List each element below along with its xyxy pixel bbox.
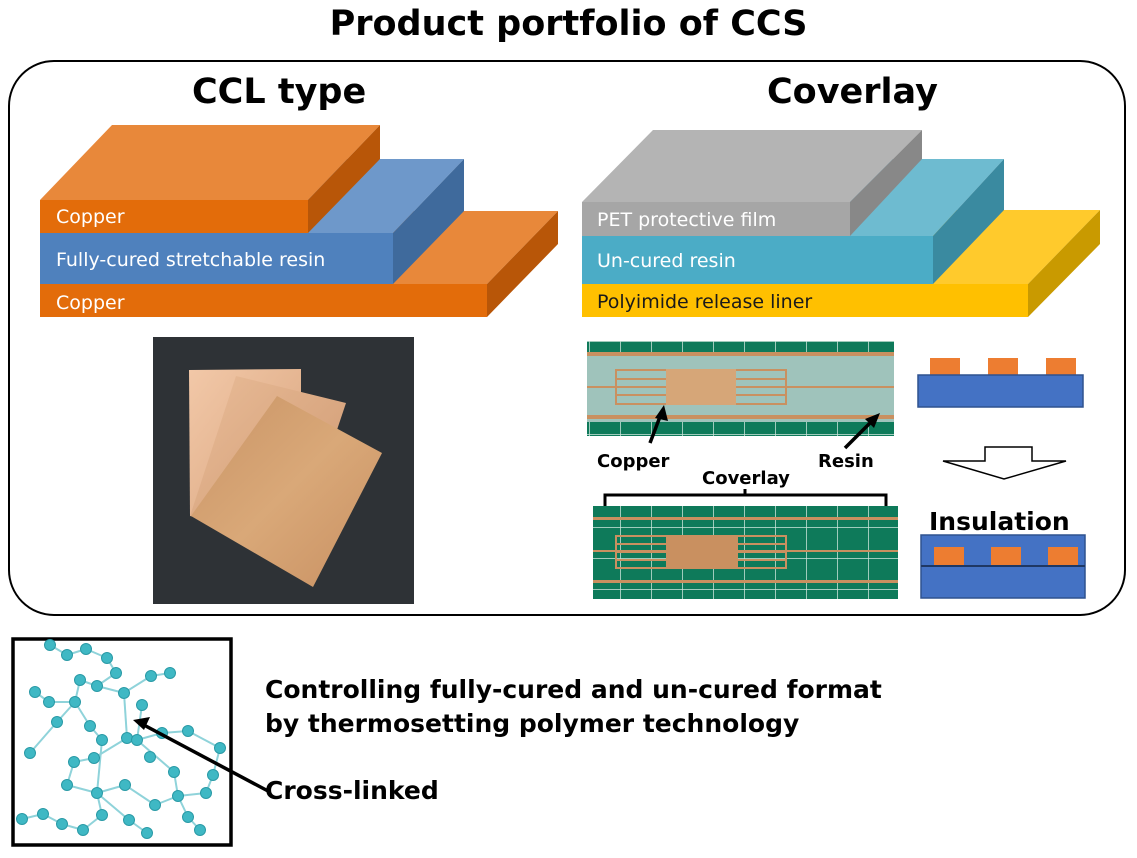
coverlay-layer-label: Un-cured resin: [597, 250, 736, 272]
molecule-atom: [200, 787, 212, 799]
molecule-atom: [149, 799, 161, 811]
molecule-atom: [110, 667, 122, 679]
technology-description: Controlling fully-cured and un-cured for…: [265, 673, 882, 741]
molecule-atom: [91, 680, 103, 692]
ccl-top-copper-layer: [40, 125, 380, 233]
coverlay-heading: Coverlay: [767, 72, 938, 112]
molecule-atom: [207, 769, 219, 781]
coverlay-layer-label: Polyimide release liner: [597, 291, 812, 313]
ccl-layer-label: Copper: [56, 206, 125, 228]
molecule-atom: [84, 720, 96, 732]
molecule-bond: [187, 730, 221, 749]
molecule-atom: [68, 756, 80, 768]
molecule-atom: [56, 818, 68, 830]
molecule-bond: [93, 737, 128, 759]
molecule-atom: [29, 686, 41, 698]
molecule-atom: [77, 824, 89, 836]
down-arrow-icon: [942, 446, 1067, 480]
molecule-atom: [182, 725, 194, 737]
insulation-label: Insulation: [929, 507, 1070, 536]
copper-sheet: [191, 396, 382, 587]
molecule-atom: [51, 716, 63, 728]
molecule-atom: [119, 779, 131, 791]
molecule-atom: [214, 742, 226, 754]
molecule-atom: [24, 747, 36, 759]
description-line-1: Controlling fully-cured and un-cured for…: [265, 675, 882, 704]
molecule-atom: [96, 809, 108, 821]
molecule-atom: [121, 732, 133, 744]
molecule-atom: [80, 643, 92, 655]
molecule-atom: [182, 811, 194, 823]
molecule-atom: [61, 649, 73, 661]
molecule-atom: [96, 734, 108, 746]
portfolio-frame: [8, 60, 1126, 616]
molecule-atom: [131, 734, 143, 746]
molecule-bond: [96, 739, 103, 794]
molecule-atom: [144, 751, 156, 763]
molecule-bond: [96, 792, 130, 821]
ccl-layer-label: Copper: [56, 292, 125, 314]
coverlay-annotation: Coverlay: [702, 468, 790, 489]
description-line-2: by thermosetting polymer technology: [265, 709, 800, 738]
molecule-atom: [69, 696, 81, 708]
molecule-atom: [118, 687, 130, 699]
molecule-atom: [91, 787, 103, 799]
molecule-atom: [136, 699, 148, 711]
ccl-type-heading: CCL type: [192, 72, 367, 112]
coverlay-layer-label: PET protective film: [597, 209, 776, 231]
pet-protective-film-layer: [582, 130, 922, 236]
molecule-atom: [145, 670, 157, 682]
molecule-bond: [123, 692, 128, 739]
molecule-atom: [164, 667, 176, 679]
copper-annotation: Copper: [597, 451, 670, 472]
molecule-atom: [74, 674, 86, 686]
page-title: Product portfolio of CCS: [329, 4, 808, 44]
molecule-atom: [37, 808, 49, 820]
molecule-bond: [124, 784, 156, 806]
coverlay-bracket: [603, 489, 888, 506]
annotation-arrows: [648, 405, 880, 450]
molecule-atom: [61, 779, 73, 791]
ccl-layer-label: Fully-cured stretchable resin: [56, 249, 325, 271]
schematic-before: [917, 358, 1084, 408]
resin-annotation: Resin: [818, 451, 874, 472]
molecule-atom: [43, 696, 55, 708]
crosslink-arrow: [133, 717, 269, 793]
molecule-atom: [194, 824, 206, 836]
molecule-atom: [141, 827, 153, 839]
molecule-atom: [168, 766, 180, 778]
photo-after-coverlay: [593, 506, 898, 599]
molecule-network: [16, 639, 226, 839]
molecule-atom: [172, 790, 184, 802]
molecule-atom: [101, 652, 113, 664]
molecule-atom: [88, 752, 100, 764]
schematic-after: [920, 534, 1086, 599]
molecule-atom: [16, 813, 28, 825]
molecule-atom: [44, 639, 56, 651]
photo-before-coverlay: [587, 341, 894, 436]
molecule-bond: [29, 721, 58, 754]
molecule-atom: [123, 814, 135, 826]
crosslinked-label: Cross-linked: [265, 776, 439, 805]
